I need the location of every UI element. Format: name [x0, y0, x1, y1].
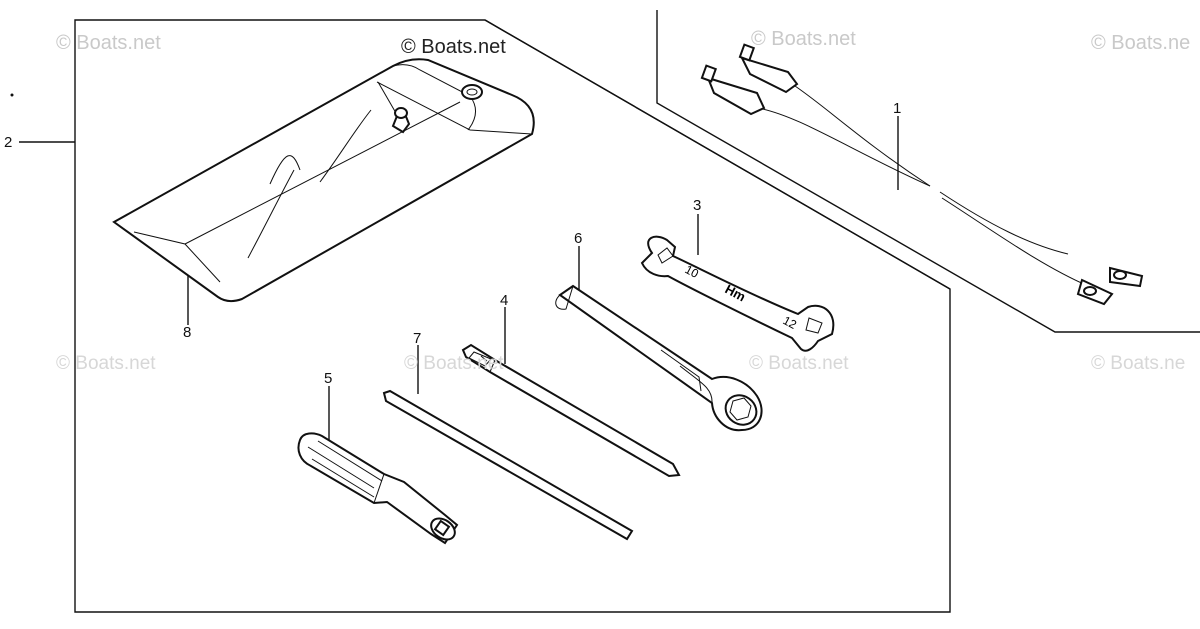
callout-3: 3 — [693, 197, 701, 214]
watermark-top-right-1: © Boats.net — [751, 28, 856, 50]
callout-8: 8 — [183, 324, 191, 341]
callout-7: 7 — [413, 330, 421, 347]
watermark-middle-right-2: © Boats.ne — [1091, 353, 1185, 374]
watermark-top-right-2: © Boats.ne — [1091, 32, 1190, 54]
watermark-middle-left: © Boats.net — [56, 353, 156, 374]
callout-6: 6 — [574, 230, 582, 247]
screwdriver-handle — [297, 432, 459, 545]
stray-dot — [10, 93, 14, 97]
tool-bag — [112, 58, 535, 303]
watermark-middle-right-1: © Boats.net — [749, 353, 849, 374]
callout-5: 5 — [324, 370, 332, 387]
callout-4: 4 — [500, 292, 508, 309]
wrench-mark-left: 10 — [683, 262, 702, 281]
watermark-top-center: © Boats.net — [401, 36, 506, 58]
watermark-top-left: © Boats.net — [56, 32, 161, 54]
spark-plug-wrench — [555, 284, 763, 432]
wrench-mark-right: 12 — [781, 313, 800, 332]
extension-bar — [382, 389, 634, 541]
top-divider — [484, 19, 951, 290]
charging-cable — [700, 43, 1144, 306]
watermark-middle-center: © Boats.net — [404, 353, 504, 374]
right-bracket-line — [656, 10, 1200, 333]
callout-1: 1 — [893, 100, 901, 117]
callout-2: 2 — [4, 134, 12, 151]
screwdriver-blade — [461, 343, 681, 478]
open-end-wrench: 10 Hm 12 — [640, 235, 835, 352]
